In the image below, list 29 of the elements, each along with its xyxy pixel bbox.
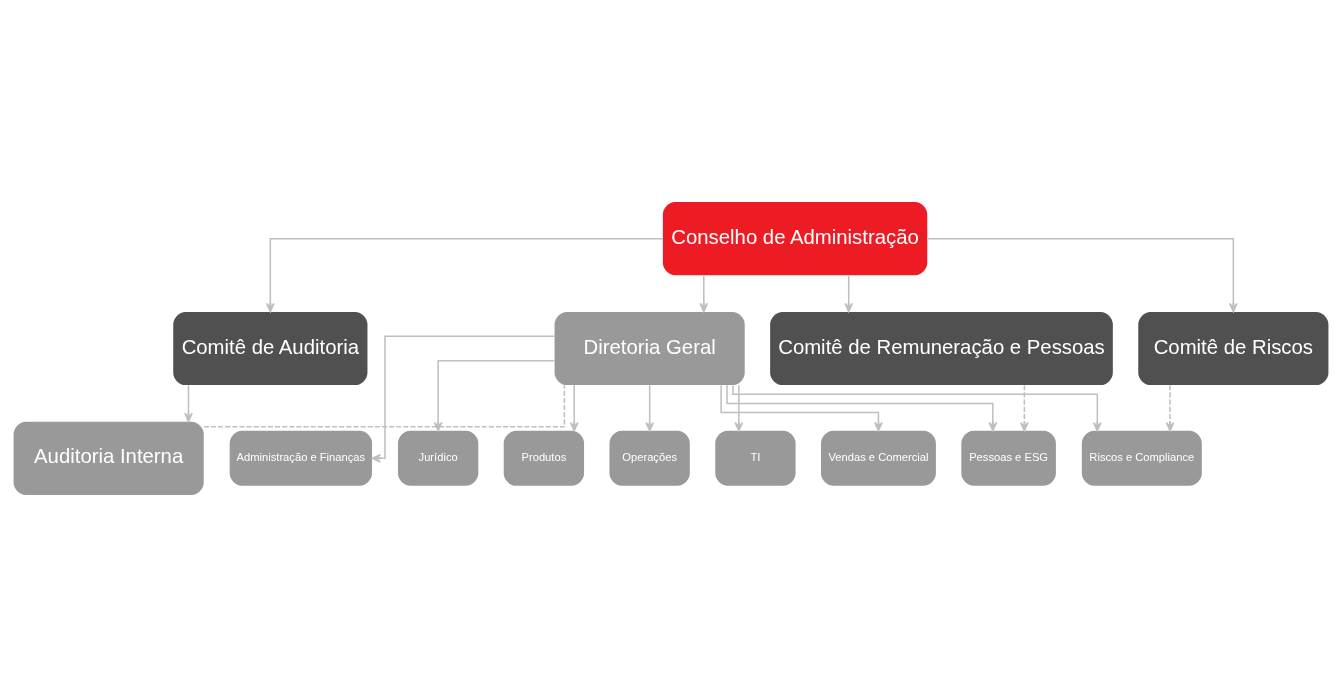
arrow [844,274,854,313]
node-box: Pessoas e ESG [961,430,1056,486]
arrow [926,237,1238,313]
arrow [645,384,655,432]
arrow [265,237,664,313]
node-box: Vendas e Comercial [821,430,936,486]
arrow [371,335,556,463]
arrow [1019,384,1029,432]
arrow [720,384,883,432]
node-box: Comitê de Riscos [1138,311,1329,386]
arrow [726,384,998,432]
node-box: Operações [609,430,690,486]
node-box: Diretoria Geral [554,311,745,386]
node-box: Comitê de Auditoria [173,311,368,386]
arrow [1165,384,1175,432]
node-box: Auditoria Interna [13,421,204,495]
node-box: TI [715,430,796,486]
node-box: Jurídico [397,430,479,486]
arrow [732,384,1102,432]
arrow [734,384,744,432]
node-box: Riscos e Compliance [1081,430,1202,486]
node-box: Administração e Finanças [229,430,373,486]
arrow [569,384,579,432]
arrow [184,384,193,423]
node-box: Comitê de Remuneração e Pessoas [770,311,1113,386]
connector [203,384,566,428]
arrow [699,274,709,313]
node-box: Conselho de Administração [662,202,928,276]
node-box: Produtos [503,430,585,486]
